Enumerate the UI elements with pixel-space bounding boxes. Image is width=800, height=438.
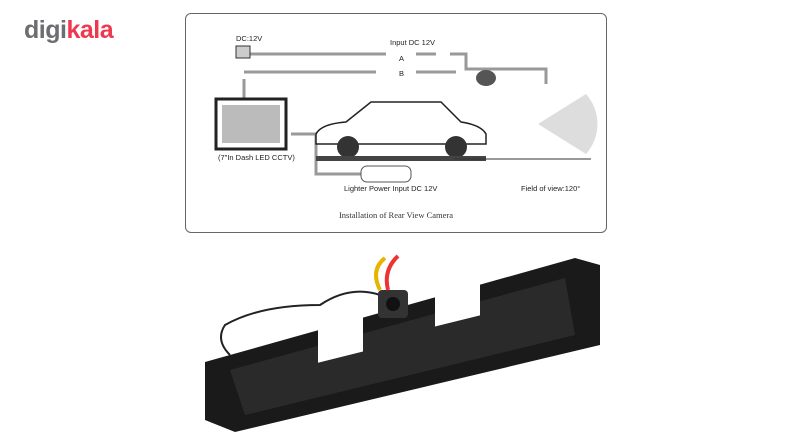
lighter-label: Lighter Power Input DC 12V <box>344 184 438 193</box>
diagram-caption: Installation of Rear View Camera <box>338 210 454 220</box>
port-a-label: A <box>399 54 405 63</box>
port-b-label: B <box>399 69 405 78</box>
monitor-label: (7"In Dash LED CCTV) <box>218 153 295 162</box>
fov-label: Field of view:120° <box>521 184 581 193</box>
dc-label: DC:12V <box>236 34 263 43</box>
camera-module <box>378 290 408 318</box>
wiring-drawing <box>214 45 598 183</box>
camera-cable <box>220 290 381 356</box>
camera-icon <box>476 70 496 86</box>
plate-frame <box>205 258 600 432</box>
lighter-plug-icon <box>360 165 412 183</box>
digikala-logo[interactable]: digikala <box>24 16 114 45</box>
logo-part-kala: kala <box>66 16 114 44</box>
dc-connector-icon <box>235 45 251 59</box>
logo-part-digi: digi <box>24 16 67 44</box>
car-icon <box>315 101 487 145</box>
installation-diagram: DC:12V Input DC 12V A B (7"In Dash LED C… <box>185 13 607 233</box>
input-label: Input DC 12V <box>390 38 436 47</box>
field-of-view-shape <box>538 94 598 154</box>
